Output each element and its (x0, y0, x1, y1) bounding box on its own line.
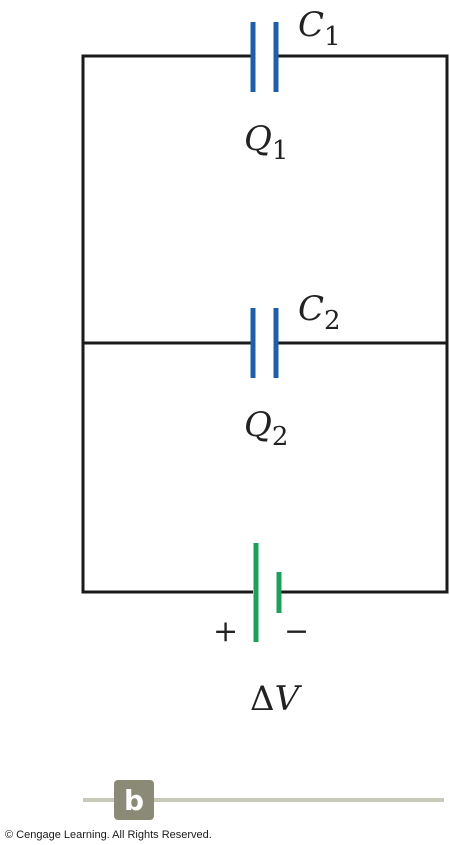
part-tab: b (83, 780, 444, 820)
part-tab-label: b (124, 784, 144, 817)
capacitor-c1-label-sub: 1 (324, 22, 341, 52)
circuit-wires (81, 54, 449, 594)
charge-q2-label-sub: 2 (272, 422, 289, 452)
part-tab-box (114, 780, 154, 820)
capacitor-c2-label-sub: 2 (324, 306, 341, 336)
top-wire-left (81, 54, 253, 594)
capacitor-c2 (250, 308, 279, 378)
charge-q1-label: Q1 (244, 119, 288, 166)
voltage-delta: Δ (250, 679, 275, 719)
voltage-var: V (275, 679, 303, 719)
battery (253, 543, 282, 642)
capacitor-c1 (250, 22, 279, 92)
battery-plus-sign: + (213, 614, 238, 649)
charge-q2-label: Q2 (244, 405, 288, 452)
capacitor-c1-label: C1 (298, 5, 341, 52)
capacitor-c2-label: C2 (298, 289, 341, 336)
voltage-label: ΔV (250, 679, 303, 719)
top-wire-right (277, 54, 449, 594)
battery-minus-sign: − (284, 614, 309, 649)
charge-q1-label-sub: 1 (272, 136, 289, 166)
copyright-notice: © Cengage Learning. All Rights Reserved. (5, 829, 212, 841)
